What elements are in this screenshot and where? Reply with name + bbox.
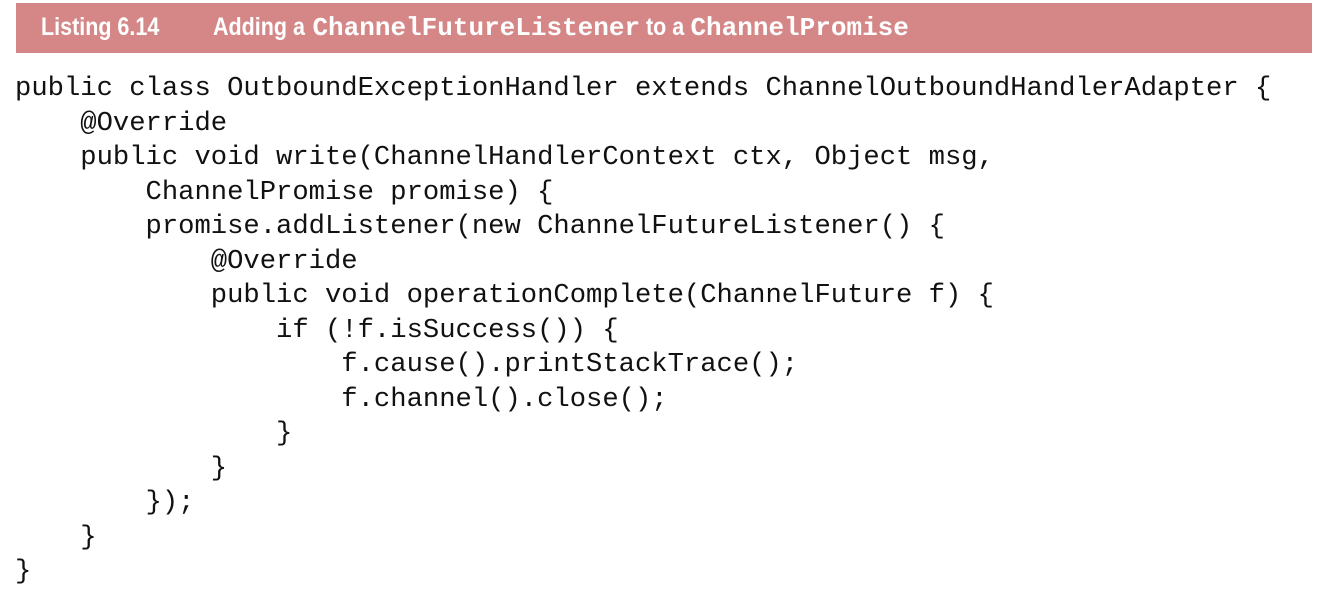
- code-line: @Override: [15, 107, 228, 139]
- code-line: @Override: [15, 245, 358, 277]
- code-line: }: [15, 452, 228, 484]
- code-line: public class OutboundExceptionHandler ex…: [15, 73, 1272, 104]
- caption-code: ChannelPromise: [690, 13, 909, 43]
- code-block: public class OutboundExceptionHandler ex…: [15, 72, 1271, 590]
- code-line: f.channel().close();: [15, 383, 668, 415]
- listing-caption: Listing 6.14 Adding a ChannelFutureListe…: [41, 13, 909, 43]
- caption-code: ChannelFutureListener: [312, 13, 641, 43]
- code-line: }: [15, 521, 97, 553]
- listing-number: Listing 6.14: [41, 13, 160, 41]
- code-line: if (!f.isSuccess()) {: [15, 314, 619, 346]
- code-line: public void write(ChannelHandlerContext …: [15, 142, 994, 173]
- code-line: public void operationComplete(ChannelFut…: [15, 280, 994, 311]
- caption-text: to a: [640, 13, 691, 41]
- code-line: }: [15, 418, 293, 449]
- code-line: ChannelPromise promise) {: [15, 176, 554, 208]
- caption-text: Adding a: [212, 13, 311, 41]
- code-line: });: [15, 487, 195, 518]
- listing-header: Listing 6.14 Adding a ChannelFutureListe…: [16, 3, 1312, 53]
- code-line: promise.addListener(new ChannelFutureLis…: [15, 211, 945, 242]
- code-line: f.cause().printStackTrace();: [15, 349, 799, 380]
- code-line: }: [15, 556, 32, 587]
